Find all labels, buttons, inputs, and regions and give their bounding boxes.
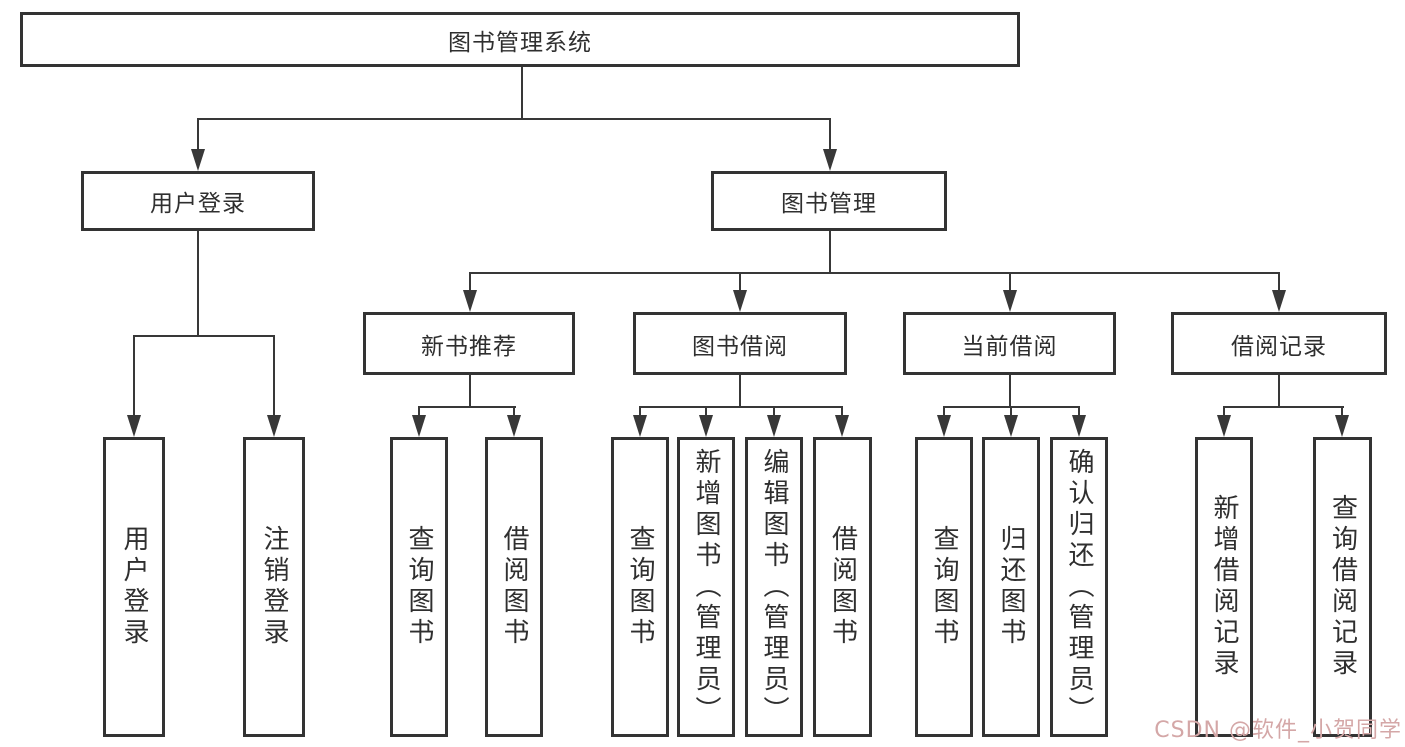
node-label: 查询图书: [625, 525, 655, 649]
connector-vline: [739, 375, 741, 408]
node-label: 新增借阅记录: [1209, 494, 1239, 680]
arrow-down-icon: [699, 406, 713, 437]
leaf-query-books-3: 查询图书: [915, 437, 973, 737]
leaf-return-books: 归还图书: [982, 437, 1040, 737]
connector-hline: [469, 272, 1280, 274]
arrow-down-icon: [127, 335, 141, 437]
node-label: 确认归还（管理员）: [1064, 447, 1094, 727]
arrow-down-icon: [633, 406, 647, 437]
leaf-borrow-books-2: 借阅图书: [813, 437, 872, 737]
node-label: 借阅图书: [499, 525, 529, 649]
node-label: 新增图书（管理员）: [691, 447, 721, 727]
node-label: 图书管理: [781, 191, 877, 217]
node-label: 当前借阅: [961, 333, 1058, 360]
arrow-down-icon: [767, 406, 781, 437]
leaf-add-books-admin: 新增图书（管理员）: [677, 437, 735, 737]
arrow-down-icon: [463, 272, 477, 312]
connector-vline: [1278, 375, 1280, 408]
node-library-system: 图书管理系统: [20, 12, 1020, 67]
leaf-borrow-books-1: 借阅图书: [485, 437, 543, 737]
leaf-add-borrow-record: 新增借阅记录: [1195, 437, 1253, 737]
node-label: 新书推荐: [421, 333, 517, 360]
connector-hline: [418, 406, 516, 408]
leaf-query-books-1: 查询图书: [390, 437, 448, 737]
node-book-management: 图书管理: [711, 171, 947, 231]
node-label: 注销登录: [259, 525, 289, 649]
node-label: 查询图书: [404, 525, 434, 649]
arrow-down-icon: [823, 118, 837, 171]
node-borrow-records: 借阅记录: [1171, 312, 1387, 375]
leaf-edit-books-admin: 编辑图书（管理员）: [745, 437, 803, 737]
node-current-borrowing: 当前借阅: [903, 312, 1116, 375]
connector-vline: [521, 67, 523, 120]
node-label: 用户登录: [150, 191, 246, 217]
arrow-down-icon: [1072, 406, 1086, 437]
connector-hline: [133, 335, 275, 337]
leaf-query-books-2: 查询图书: [611, 437, 669, 737]
node-label: 查询借阅记录: [1327, 494, 1358, 680]
arrow-down-icon: [733, 272, 747, 312]
arrow-down-icon: [412, 406, 426, 437]
leaf-query-borrow-record: 查询借阅记录: [1313, 437, 1372, 737]
node-label: 查询图书: [929, 525, 959, 649]
node-book-borrowing: 图书借阅: [633, 312, 847, 375]
watermark: CSDN @软件_小贺同学: [1154, 718, 1402, 743]
connector-hline: [1223, 406, 1344, 408]
node-new-book-recommend: 新书推荐: [363, 312, 575, 375]
node-label: 借阅记录: [1231, 333, 1327, 360]
leaf-confirm-return-admin: 确认归还（管理员）: [1050, 437, 1108, 737]
connector-vline: [1009, 375, 1011, 408]
arrow-down-icon: [507, 406, 521, 437]
node-label: 借阅图书: [827, 525, 858, 649]
connector-vline: [829, 231, 831, 274]
arrow-down-icon: [1217, 406, 1231, 437]
connector-hline: [197, 118, 831, 120]
connector-vline: [197, 231, 199, 337]
connector-vline: [469, 375, 471, 408]
arrow-down-icon: [1004, 406, 1018, 437]
leaf-user-login: 用户登录: [103, 437, 165, 737]
arrow-down-icon: [1272, 272, 1286, 312]
arrow-down-icon: [267, 335, 281, 437]
node-label: 图书借阅: [692, 333, 788, 360]
node-label: 图书管理系统: [448, 29, 592, 56]
arrow-down-icon: [937, 406, 951, 437]
node-label: 编辑图书（管理员）: [759, 447, 789, 727]
arrow-down-icon: [1335, 406, 1349, 437]
connector-hline: [639, 406, 843, 408]
arrow-down-icon: [835, 406, 849, 437]
node-user-login: 用户登录: [81, 171, 315, 231]
node-label: 归还图书: [996, 525, 1026, 649]
arrow-down-icon: [191, 118, 205, 171]
arrow-down-icon: [1003, 272, 1017, 312]
node-label: 用户登录: [119, 525, 149, 649]
leaf-logout: 注销登录: [243, 437, 305, 737]
